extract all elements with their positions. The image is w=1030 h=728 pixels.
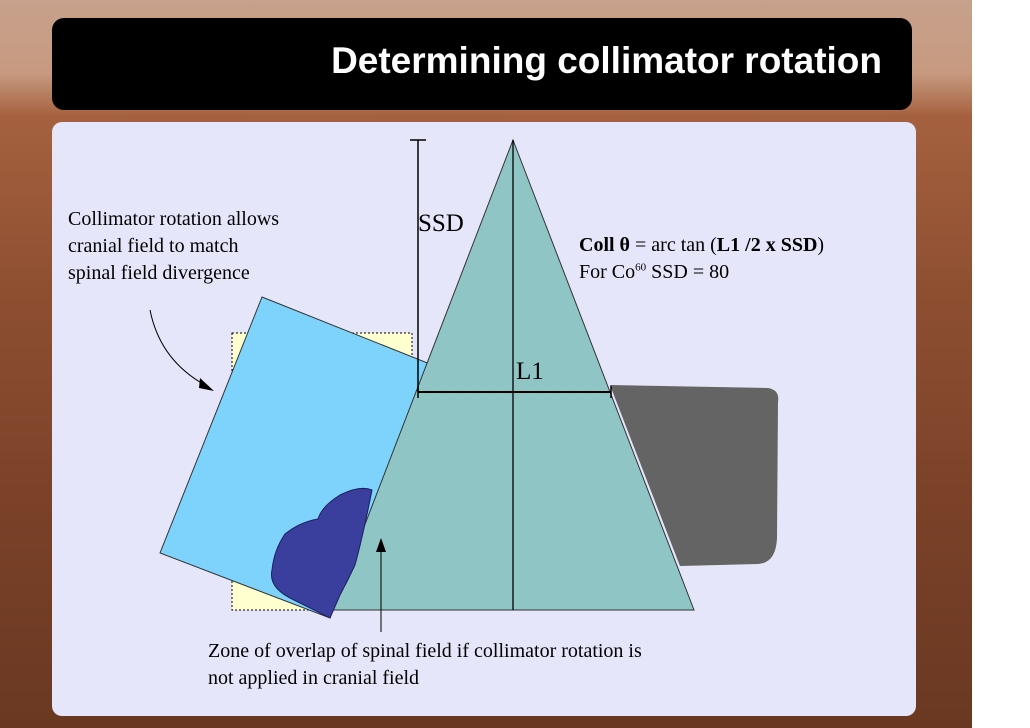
formula-close: ) <box>817 234 825 256</box>
title-bar: Determining collimator rotation <box>52 18 912 110</box>
overlap-zone-note: Zone of overlap of spinal field if colli… <box>208 638 768 692</box>
overlap-arrow-head <box>376 538 386 552</box>
formula-line2-a: For Co <box>579 261 636 283</box>
curved-arrow-head <box>199 378 214 391</box>
note-line-3: spinal field divergence <box>68 262 250 284</box>
spinal-field <box>610 385 779 566</box>
slide-title: Determining collimator rotation <box>331 40 882 81</box>
formula-coll: Coll θ <box>579 234 630 256</box>
formula-eq: = arc tan ( <box>630 234 717 256</box>
overlap-zone <box>270 487 373 619</box>
formula-expr: L1 /2 x SSD <box>716 234 818 256</box>
note-line-2: cranial field to match <box>68 235 239 257</box>
bottom-note-line-1: Zone of overlap of spinal field if colli… <box>208 640 642 662</box>
collimator-rotation-note: Collimator rotation allows cranial field… <box>68 206 358 287</box>
l1-label: L1 <box>516 358 544 385</box>
note-line-1: Collimator rotation allows <box>68 208 280 230</box>
bottom-note-line-2: not applied in cranial field <box>208 667 420 689</box>
curved-arrow-line <box>149 309 206 386</box>
formula-block: Coll θ = arc tan (L1 /2 x SSD) For Co60 … <box>579 232 824 286</box>
formula-line2-sup: 60 <box>635 261 647 274</box>
ssd-label: SSD <box>418 210 464 237</box>
formula-line2-b: SSD = 80 <box>646 261 730 283</box>
